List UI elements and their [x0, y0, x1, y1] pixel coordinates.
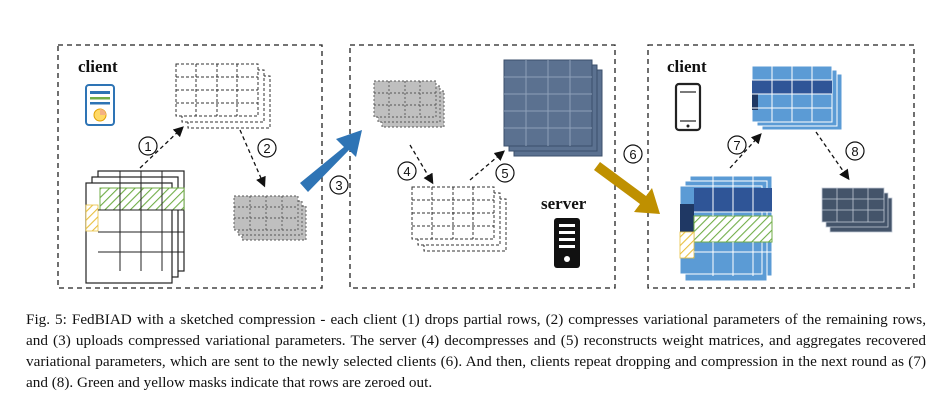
figure-caption: Fig. 5: FedBIAD with a sketched compress… [26, 311, 926, 391]
step-1-marker: 1 [138, 136, 158, 156]
svg-text:1: 1 [144, 139, 151, 154]
server-panel [349, 44, 616, 289]
step-6-marker: 6 [623, 144, 643, 164]
fedbiad-diagram: client server client [57, 44, 915, 289]
download-arrow [594, 162, 660, 214]
svg-text:8: 8 [851, 144, 858, 159]
reconstructed-weight-matrix [503, 59, 603, 157]
svg-text:5: 5 [501, 166, 508, 181]
left-client-label: client [78, 57, 118, 76]
client-weight-matrix [85, 170, 185, 284]
client-panel-left [57, 44, 323, 289]
svg-text:2: 2 [263, 141, 270, 156]
step-2-marker: 2 [257, 138, 277, 158]
client-new-weight-matrix [679, 175, 773, 282]
svg-text:4: 4 [403, 164, 410, 179]
dropped-rows-matrix [175, 63, 271, 129]
step8-arrow [815, 131, 850, 181]
client-compressed-dark-matrix [821, 187, 893, 233]
decompressed-dashed-matrix [411, 186, 507, 252]
client-panel-right [647, 44, 915, 289]
svg-text:6: 6 [629, 147, 636, 162]
step2-arrow [239, 129, 266, 188]
server-icon [554, 218, 580, 268]
tablet-icon [85, 84, 115, 126]
step-4-marker: 4 [397, 161, 417, 181]
received-params-matrix [751, 65, 843, 131]
phone-icon [674, 82, 702, 132]
received-gray-matrix [373, 80, 445, 128]
right-client-label: client [667, 57, 707, 76]
svg-text:3: 3 [335, 178, 342, 193]
step7-arrow [729, 133, 762, 169]
upload-arrow [300, 130, 362, 192]
compressed-gray-matrix [233, 195, 307, 241]
step-5-marker: 5 [495, 163, 515, 183]
step-8-marker: 8 [845, 141, 865, 161]
svg-text:7: 7 [733, 138, 740, 153]
step1-arrow [139, 126, 184, 169]
step-7-marker: 7 [727, 135, 747, 155]
step5-arrow [469, 150, 505, 181]
step4-arrow [409, 144, 434, 185]
server-label: server [541, 194, 587, 213]
step-3-marker: 3 [329, 175, 349, 195]
